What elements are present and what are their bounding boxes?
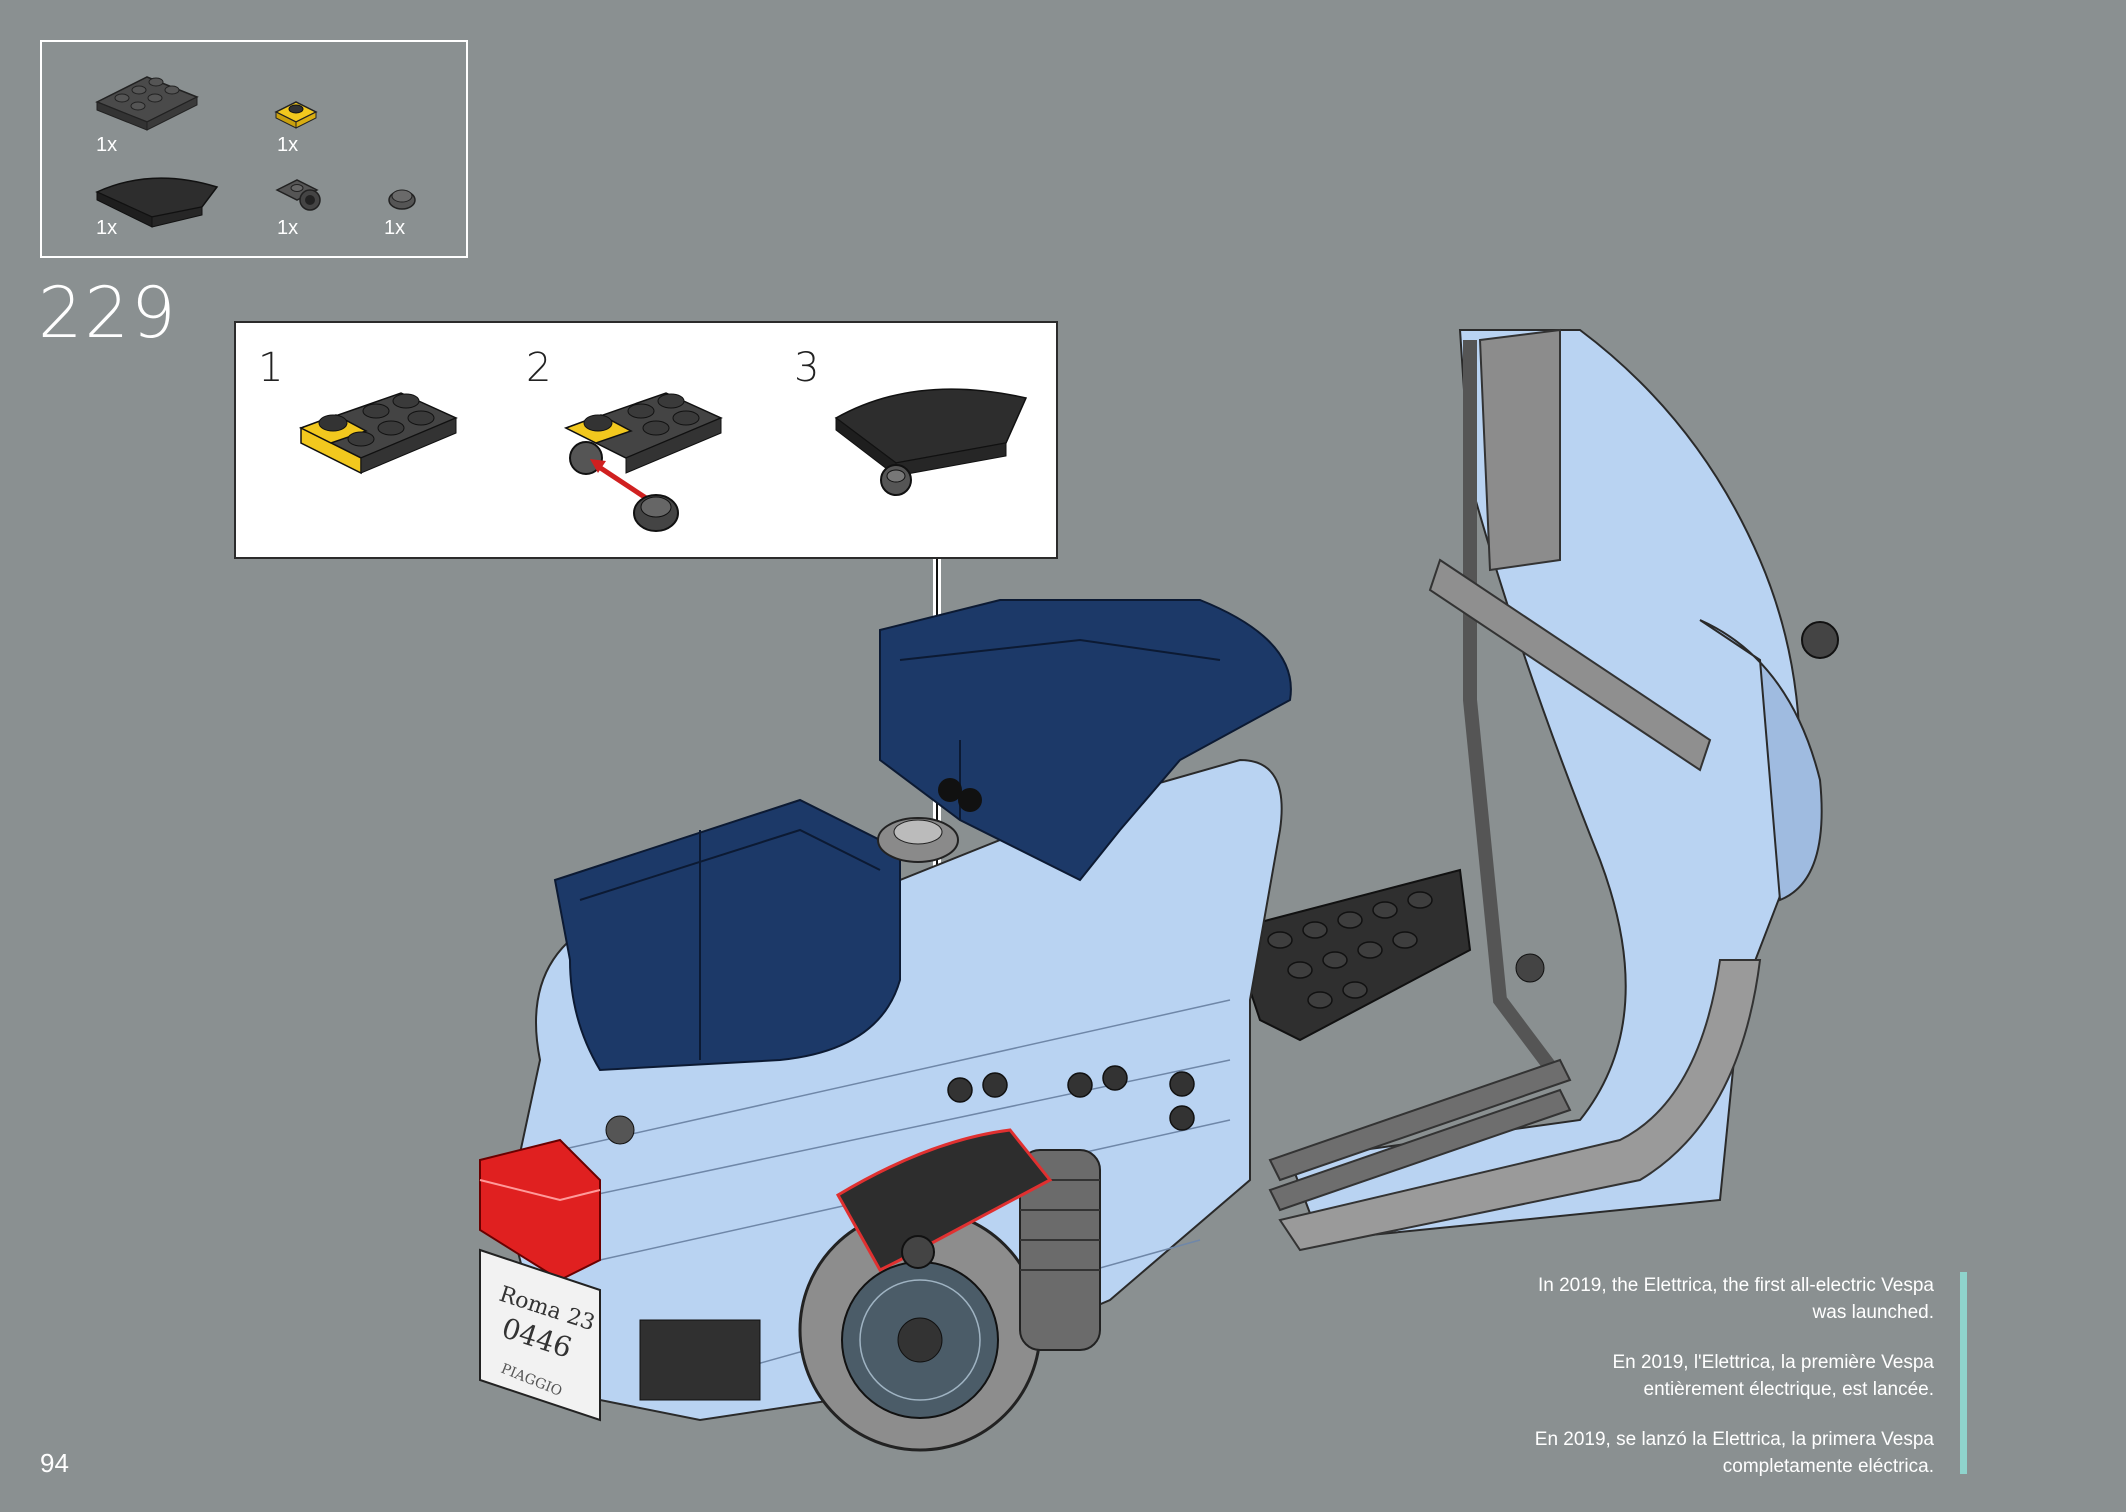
dark-gray-plate-2x3-image (95, 76, 199, 131)
substep-box: 1 2 3 (234, 321, 1058, 559)
fact-accent-bar (1960, 1272, 1967, 1474)
part-qty-1: 1x (96, 134, 118, 156)
dark-gray-round-tile-image (388, 189, 416, 210)
highlighted-new-part (835, 1128, 1053, 1272)
fact-en-line2: was launched. (1812, 1302, 1934, 1323)
part-qty-5: 1x (384, 217, 406, 239)
fact-english: In 2019, the Elettrica, the first all-el… (1414, 1272, 1934, 1326)
seat (879, 599, 1292, 882)
part-qty-4: 1x (277, 217, 299, 239)
yellow-plate-1x1-image (274, 101, 318, 129)
part-qty-2: 1x (277, 134, 299, 156)
black-curved-slope-image (95, 177, 219, 228)
step-number: 229 (38, 272, 178, 354)
rear-storage-box (553, 798, 901, 1072)
substep-2-label: 2 (526, 345, 552, 391)
floor-strip-1 (1268, 1058, 1572, 1182)
floor-rail (1278, 959, 1762, 1252)
fact-fr-line1: En 2019, l'Elettrica, la première Vespa (1612, 1352, 1934, 1373)
substep-1-image (299, 392, 458, 475)
fact-es-line2: completamente eléctrica. (1722, 1456, 1934, 1477)
rear-clip-stud (605, 1115, 635, 1145)
fact-fr-line2: entièrement électrique, est lancée. (1643, 1379, 1934, 1400)
substep-3-image (834, 388, 1028, 496)
front-crossbar (1428, 558, 1712, 772)
part-qty-3: 1x (96, 217, 118, 239)
fact-french: En 2019, l'Elettrica, la première Vespa … (1414, 1349, 1934, 1403)
lower-dark-panel (639, 1319, 761, 1401)
engine-cylinder (1019, 1149, 1101, 1351)
horn-stud (1801, 621, 1839, 659)
insert-arrow (594, 462, 648, 501)
tail-light (479, 1138, 601, 1282)
substep-3-label: 3 (794, 345, 820, 391)
fact-spanish: En 2019, se lanzó la Elettrica, la prime… (1414, 1426, 1934, 1480)
headset-side (1699, 619, 1823, 902)
floor-strip-2 (1268, 1088, 1572, 1212)
front-frame-top (1478, 328, 1561, 572)
substep-2-image (564, 392, 723, 532)
parts-list-box: 1x 1x 1x 1x 1x (40, 40, 468, 258)
substep-1-label: 1 (258, 345, 284, 391)
front-frame-gray (1463, 340, 1566, 1085)
side-studs (947, 1065, 1195, 1131)
dark-gray-plate-clip-image (275, 179, 321, 211)
license-plate: Roma 23 0446 PIAGGIO (479, 1248, 601, 1422)
fact-en-line1: In 2019, the Elettrica, the first all-el… (1537, 1275, 1934, 1296)
floor-stud (1515, 953, 1545, 983)
floor-wedge-plate (1228, 868, 1472, 1042)
fact-es-line1: En 2019, se lanzó la Elettrica, la prime… (1534, 1429, 1934, 1450)
page-number: 94 (40, 1448, 69, 1478)
